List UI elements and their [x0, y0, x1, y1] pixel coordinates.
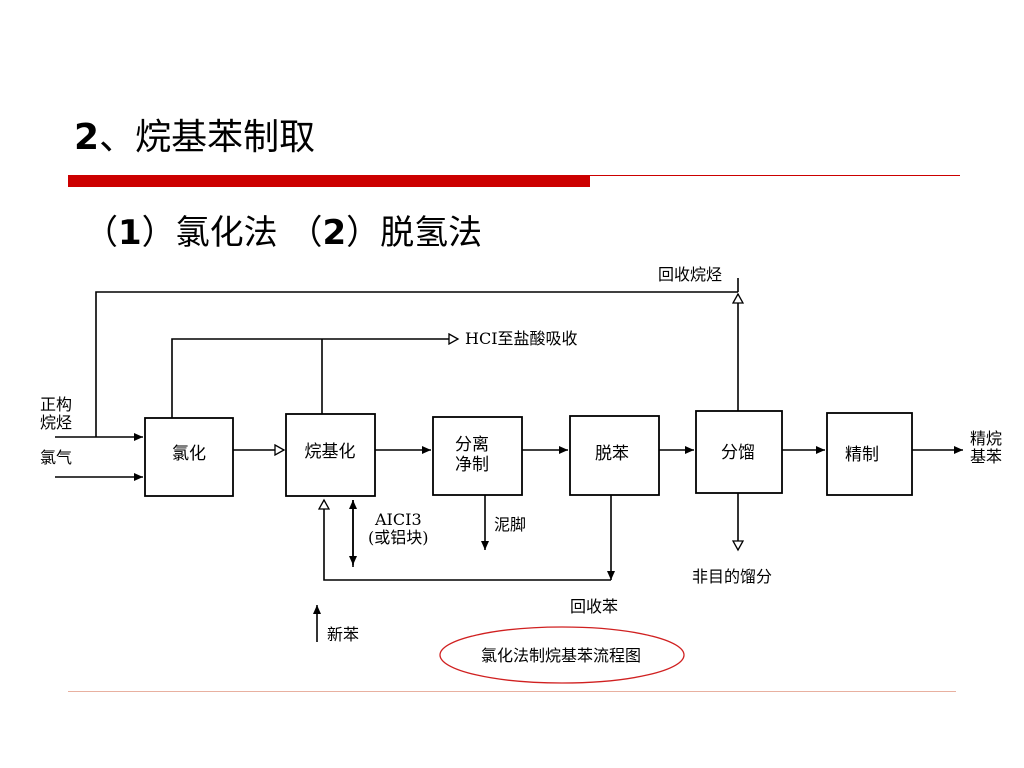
subtitle: （1）氯化法 （2）脱氢法 — [84, 205, 482, 254]
arrow-recycle-benzene — [324, 500, 611, 581]
label-debenzene: 脱苯 — [595, 444, 629, 464]
flow-lines — [55, 278, 963, 642]
label-separation-1: 分离 — [455, 435, 489, 455]
process-boxes — [144, 410, 913, 497]
label-product-2: 基苯 — [970, 447, 1002, 466]
box-chlorination — [144, 417, 234, 497]
box-debenzene — [569, 415, 660, 496]
label-alcl3-1: AICI3 — [374, 510, 422, 529]
line-recycle-alkane — [95, 291, 738, 437]
title-underline-thin — [590, 175, 960, 176]
footer-divider — [68, 691, 956, 692]
label-fresh-benzene: 新苯 — [327, 625, 359, 644]
label-alcl3-2: (或铝块) — [368, 528, 429, 547]
label-refining: 精制 — [845, 445, 879, 465]
label-chlorine: 氯气 — [40, 448, 72, 467]
box-refining — [826, 412, 913, 496]
label-n-alkane-1: 正构 — [40, 395, 72, 414]
label-chlorination: 氯化 — [172, 444, 206, 464]
line-hcl-collect — [171, 338, 322, 418]
box-labels: 氯化 烷基化 分离 净制 脱苯 分馏 精制 — [172, 435, 879, 475]
label-hcl-to-acid: HCI至盐酸吸收 — [465, 329, 578, 348]
label-nontarget-fraction: 非目的馏分 — [692, 567, 772, 586]
title-text: 、烷基苯制取 — [99, 117, 316, 158]
label-product-1: 精烷 — [970, 429, 1002, 448]
subtitle-1-open: （ — [84, 213, 118, 253]
subtitle-1-text: 氯化法 — [175, 213, 278, 253]
label-sludge: 泥脚 — [494, 515, 526, 534]
subtitle-2-close: ） — [346, 213, 381, 253]
diagram-caption: 氯化法制烷基苯流程图 — [481, 646, 641, 665]
label-n-alkane-2: 烷烃 — [40, 413, 72, 432]
label-alkylation: 烷基化 — [305, 442, 356, 462]
subtitle-2-open: （ — [288, 213, 323, 253]
caption-ellipse — [439, 626, 685, 684]
title-number: 2 — [74, 117, 100, 158]
box-separation — [432, 416, 523, 496]
flow-labels: 正构 烷烃 氯气 回收烷烃 HCI至盐酸吸收 AICI3 (或铝块) 泥脚 回收… — [40, 265, 1002, 644]
subtitle-1-close: ） — [141, 213, 176, 253]
subtitle-2-text: 脱氢法 — [380, 213, 483, 253]
subtitle-2-num: 2 — [322, 213, 347, 253]
subtitle-1-num: 1 — [118, 213, 142, 253]
label-recycle-alkane: 回收烷烃 — [658, 265, 722, 284]
label-fractionation: 分馏 — [721, 443, 755, 463]
title-underline-thick — [68, 175, 590, 187]
label-separation-2: 净制 — [455, 455, 489, 475]
box-fractionation — [695, 410, 783, 494]
slide-title: 2、烷基苯制取 — [74, 108, 315, 160]
box-alkylation — [285, 413, 376, 497]
label-recycle-benzene: 回收苯 — [570, 597, 618, 616]
